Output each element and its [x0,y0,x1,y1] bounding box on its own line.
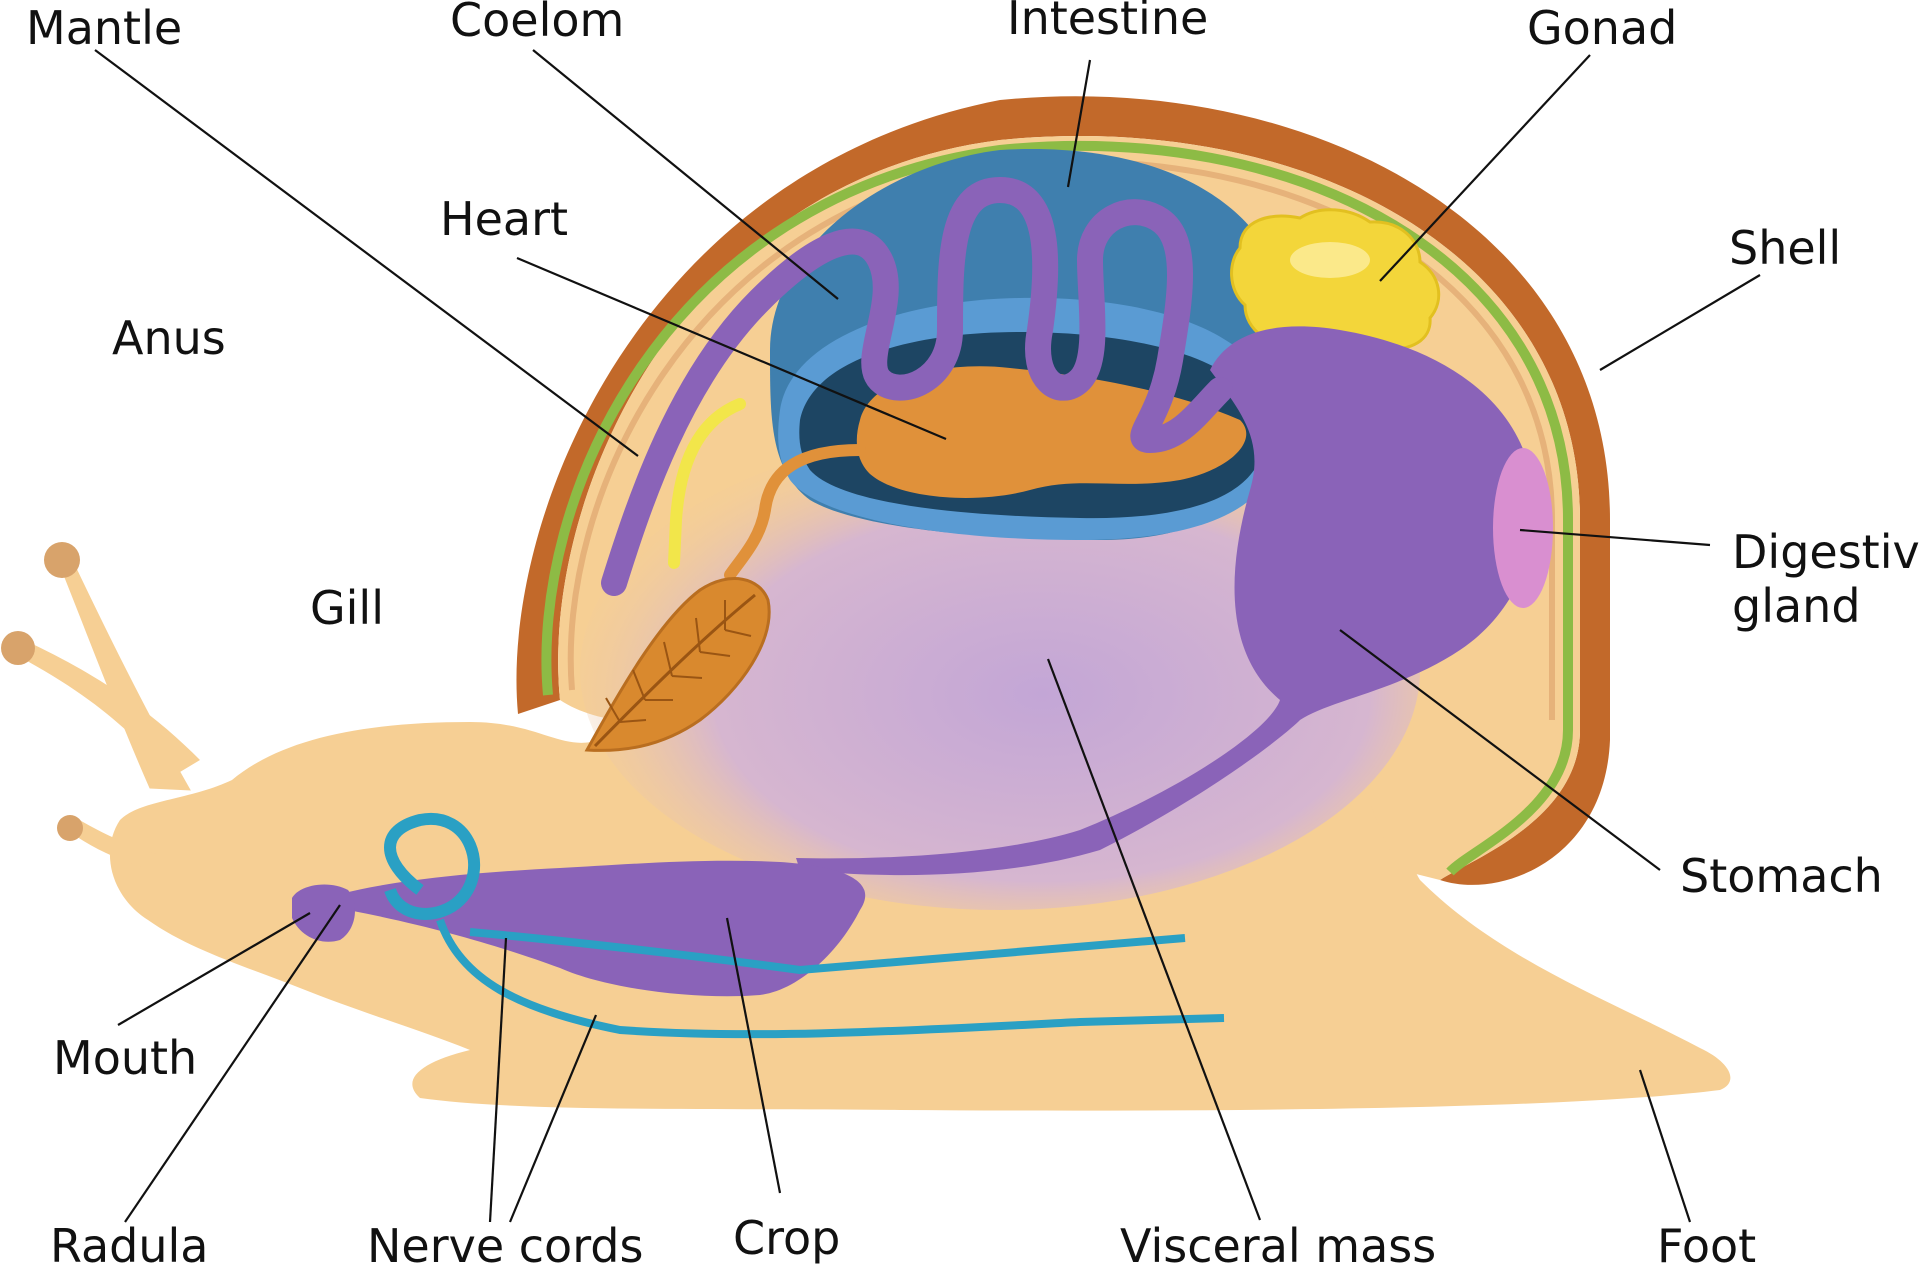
leader-heart [516,256,947,441]
leader-stomach [1339,629,1661,871]
leader-shell [1599,274,1761,371]
leader-mouth [117,912,311,1026]
gill-veins [605,600,752,723]
lower-tentacle-eye [1,631,35,665]
leader-nerve-cords-a [488,937,508,1223]
label-radula: Radula [50,1219,208,1266]
digestive-gland-shape [1493,448,1553,608]
upper-tentacle-eye [44,542,80,578]
leader-nerve-cords-b [508,1014,598,1223]
leader-mantle [94,49,639,457]
label-shell: Shell [1729,221,1841,275]
gill [584,577,771,752]
radula-loop [384,812,481,920]
labels: Mantle Coelom Intestine Gonad Heart Shel… [26,0,1920,1271]
label-intestine: Intestine [1007,0,1208,45]
label-foot: Foot [1657,1219,1756,1266]
label-heart: Heart [440,192,568,246]
short-tentacle [70,818,170,870]
label-crop: Crop [733,1211,840,1265]
leader-intestine [1066,59,1092,188]
short-tentacle-tip [57,815,83,841]
lower-tentacle [18,640,200,778]
label-gill: Gill [310,581,384,635]
label-mantle: Mantle [26,1,182,55]
label-gonad: Gonad [1527,1,1677,55]
label-visceral-mass: Visceral mass [1120,1219,1436,1266]
label-stomach: Stomach [1680,849,1883,903]
label-nerve-cords: Nerve cords [367,1219,643,1266]
stomach-shape [796,326,1535,876]
gonad-highlight [1290,242,1370,278]
anus-duct [668,398,746,569]
gonad-shape [1230,208,1441,359]
mouth-shape [292,884,355,942]
heart-vessel [724,444,866,581]
leader-lines [94,49,1761,1223]
leader-radula [124,904,341,1223]
intestine-tube [601,177,1233,596]
nerve-cord-lower [436,918,1225,1039]
visceral-mass-shape [580,430,1420,910]
leader-crop [725,917,782,1194]
mantle-green-band [541,140,1573,876]
leader-digestive-gland [1519,528,1711,547]
label-digestive-gland-2: gland [1732,579,1861,633]
label-digestive-gland-1: Digestive [1732,525,1920,579]
label-coelom: Coelom [450,0,624,47]
leader-foot [1638,1069,1692,1223]
leader-visceral-mass [1046,658,1262,1221]
nerve-cord-upper [469,928,1186,975]
leader-coelom [532,49,839,300]
label-anus: Anus [112,311,226,365]
gonad [1230,208,1441,359]
label-mouth: Mouth [53,1031,197,1085]
leader-gonad [1379,54,1591,282]
